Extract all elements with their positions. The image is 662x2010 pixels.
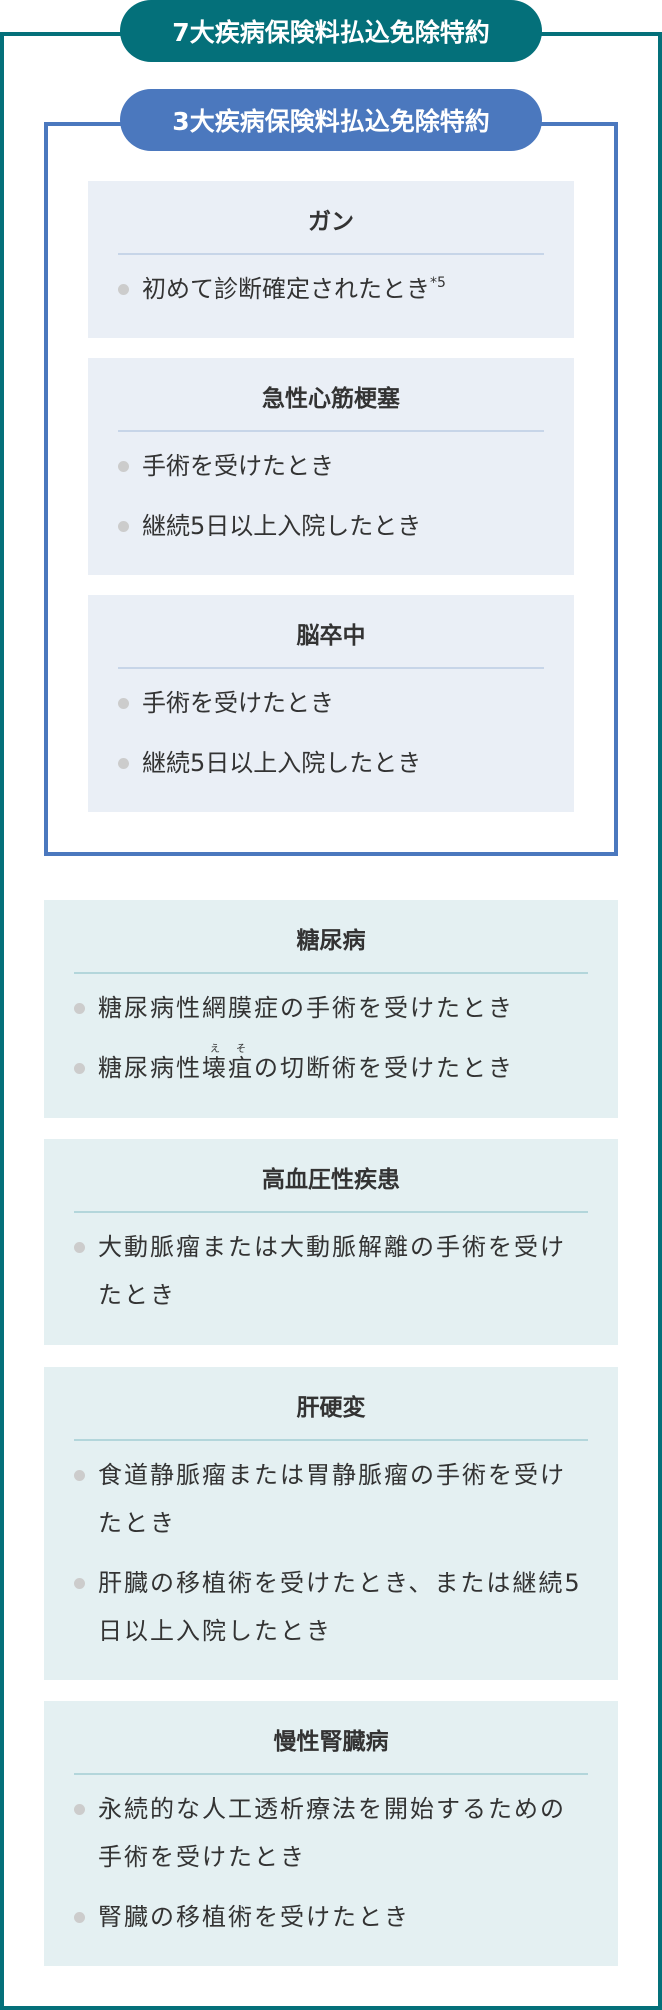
bullet-icon [74,1003,85,1014]
card-divider [118,253,544,255]
three-diseases-section-title: 3大疾病保険料払込免除特約 [120,89,542,151]
card-title: 脳卒中 [296,623,366,649]
list-item: 腎臓の移植術を受けたとき [74,1893,588,1941]
bullet-icon [74,1804,85,1815]
card-title: 高血圧性疾患 [262,1167,400,1193]
card-divider [118,430,544,432]
condition-text: 糖尿病性網膜症の手術を受けたとき [98,994,514,1022]
card-acute-myocardial-infarction: 急性心筋梗塞 手術を受けたとき 継続5日以上入院したとき [88,358,574,575]
card-diabetes: 糖尿病 糖尿病性網膜症の手術を受けたとき 糖尿病性壊え疽その切断術を受けたとき [44,900,618,1118]
list-item: 初めて診断確定されたとき*5 [118,265,544,313]
list-item: 肝臓の移植術を受けたとき、または継続5日以上入院したとき [74,1559,588,1655]
condition-text: 食道静脈瘤または胃静脈瘤の手術を受けたとき [98,1461,566,1537]
condition-text: 手術を受けたとき [142,689,334,717]
card-divider [74,1211,588,1213]
list-item: 糖尿病性壊え疽その切断術を受けたとき [74,1044,588,1092]
card-divider [118,667,544,669]
card-title: 急性心筋梗塞 [262,386,400,412]
condition-text-prefix: 糖尿病性 [98,1054,202,1082]
bullet-icon [74,1912,85,1923]
card-hypertensive-disease: 高血圧性疾患 大動脈瘤または大動脈解離の手術を受けたとき [44,1139,618,1345]
ruby-gangrene-2: 疽そ [228,1044,254,1082]
list-item: 食道静脈瘤または胃静脈瘤の手術を受けたとき [74,1451,588,1547]
condition-list: 初めて診断確定されたとき*5 [88,265,574,313]
bullet-icon [74,1063,85,1074]
card-title: 慢性腎臓病 [273,1729,389,1755]
condition-text: 肝臓の移植術を受けたとき、または継続5日以上入院したとき [98,1569,582,1645]
list-item: 糖尿病性網膜症の手術を受けたとき [74,984,588,1032]
condition-list: 大動脈瘤または大動脈解離の手術を受けたとき [44,1223,618,1319]
card-title: 肝硬変 [296,1395,366,1421]
bullet-icon [118,698,129,709]
ruby-gangrene-1: 壊え [202,1044,228,1082]
bullet-icon [74,1242,85,1253]
condition-text: 腎臓の移植術を受けたとき [98,1903,410,1931]
bullet-icon [118,461,129,472]
card-cancer: ガン 初めて診断確定されたとき*5 [88,181,574,338]
bullet-icon [118,521,129,532]
condition-text: 手術を受けたとき [142,452,334,480]
card-divider [74,972,588,974]
bullet-icon [74,1470,85,1481]
card-chronic-kidney-disease: 慢性腎臓病 永続的な人工透析療法を開始するための手術を受けたとき 腎臓の移植術を… [44,1701,618,1966]
list-item: 手術を受けたとき [118,679,544,727]
bullet-icon [118,284,129,295]
condition-list: 糖尿病性網膜症の手術を受けたとき 糖尿病性壊え疽その切断術を受けたとき [44,984,618,1092]
condition-text: 永続的な人工透析療法を開始するための手術を受けたとき [98,1795,566,1871]
bullet-icon [118,758,129,769]
footnote-ref: *5 [430,275,446,291]
condition-list: 手術を受けたとき 継続5日以上入院したとき [88,679,574,787]
condition-text: 継続5日以上入院したとき [142,512,422,540]
list-item: 継続5日以上入院したとき [118,739,544,787]
seven-diseases-section-title: 7大疾病保険料払込免除特約 [120,0,542,62]
condition-text-suffix: の切断術を受けたとき [254,1054,514,1082]
card-title: 糖尿病 [296,928,366,954]
card-divider [74,1439,588,1441]
list-item: 継続5日以上入院したとき [118,502,544,550]
list-item: 大動脈瘤または大動脈解離の手術を受けたとき [74,1223,588,1319]
card-divider [74,1773,588,1775]
condition-text: 継続5日以上入院したとき [142,749,422,777]
condition-list: 手術を受けたとき 継続5日以上入院したとき [88,442,574,550]
card-liver-cirrhosis: 肝硬変 食道静脈瘤または胃静脈瘤の手術を受けたとき 肝臓の移植術を受けたとき、ま… [44,1367,618,1680]
card-stroke: 脳卒中 手術を受けたとき 継続5日以上入院したとき [88,595,574,812]
card-title: ガン [308,209,354,235]
bullet-icon [74,1578,85,1589]
condition-text: 初めて診断確定されたとき [142,275,430,303]
condition-list: 永続的な人工透析療法を開始するための手術を受けたとき 腎臓の移植術を受けたとき [44,1785,618,1941]
list-item: 永続的な人工透析療法を開始するための手術を受けたとき [74,1785,588,1881]
list-item: 手術を受けたとき [118,442,544,490]
condition-list: 食道静脈瘤または胃静脈瘤の手術を受けたとき 肝臓の移植術を受けたとき、または継続… [44,1451,618,1655]
condition-text: 大動脈瘤または大動脈解離の手術を受けたとき [98,1233,566,1309]
